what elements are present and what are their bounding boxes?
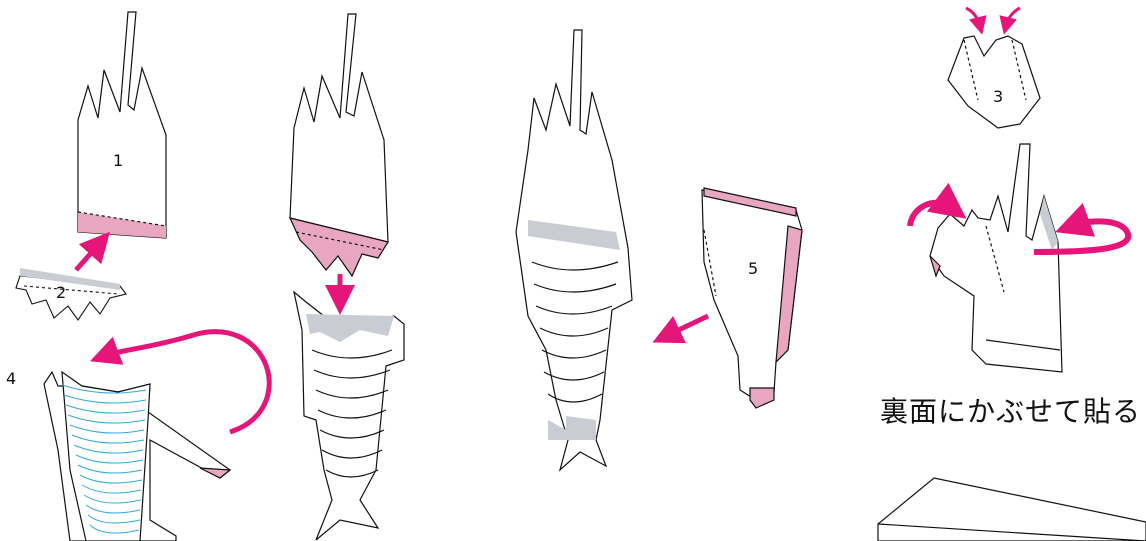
assembled-fish xyxy=(516,30,632,470)
head-piece-1 xyxy=(78,12,166,238)
step-label-3: 3 xyxy=(993,87,1003,106)
head-with-collar xyxy=(290,14,388,276)
curved-arrow-icon xyxy=(1006,8,1020,26)
stand-box xyxy=(878,478,1146,541)
step-label-1: 1 xyxy=(113,151,123,170)
piece-3 xyxy=(948,36,1040,128)
straight-arrow-icon xyxy=(666,316,708,336)
straight-arrow-icon xyxy=(76,243,100,270)
instruction-caption: 裏面にかぶせて貼る xyxy=(880,390,1141,430)
step-label-2: 2 xyxy=(56,283,66,302)
step-label-4: 4 xyxy=(6,369,16,388)
wrap-assembly xyxy=(930,144,1062,372)
step-label-5: 5 xyxy=(748,259,758,278)
fish-body-piece xyxy=(294,292,404,540)
curved-arrow-icon xyxy=(966,8,980,26)
collar-piece-2 xyxy=(16,268,126,320)
fin-piece-5 xyxy=(702,188,802,408)
